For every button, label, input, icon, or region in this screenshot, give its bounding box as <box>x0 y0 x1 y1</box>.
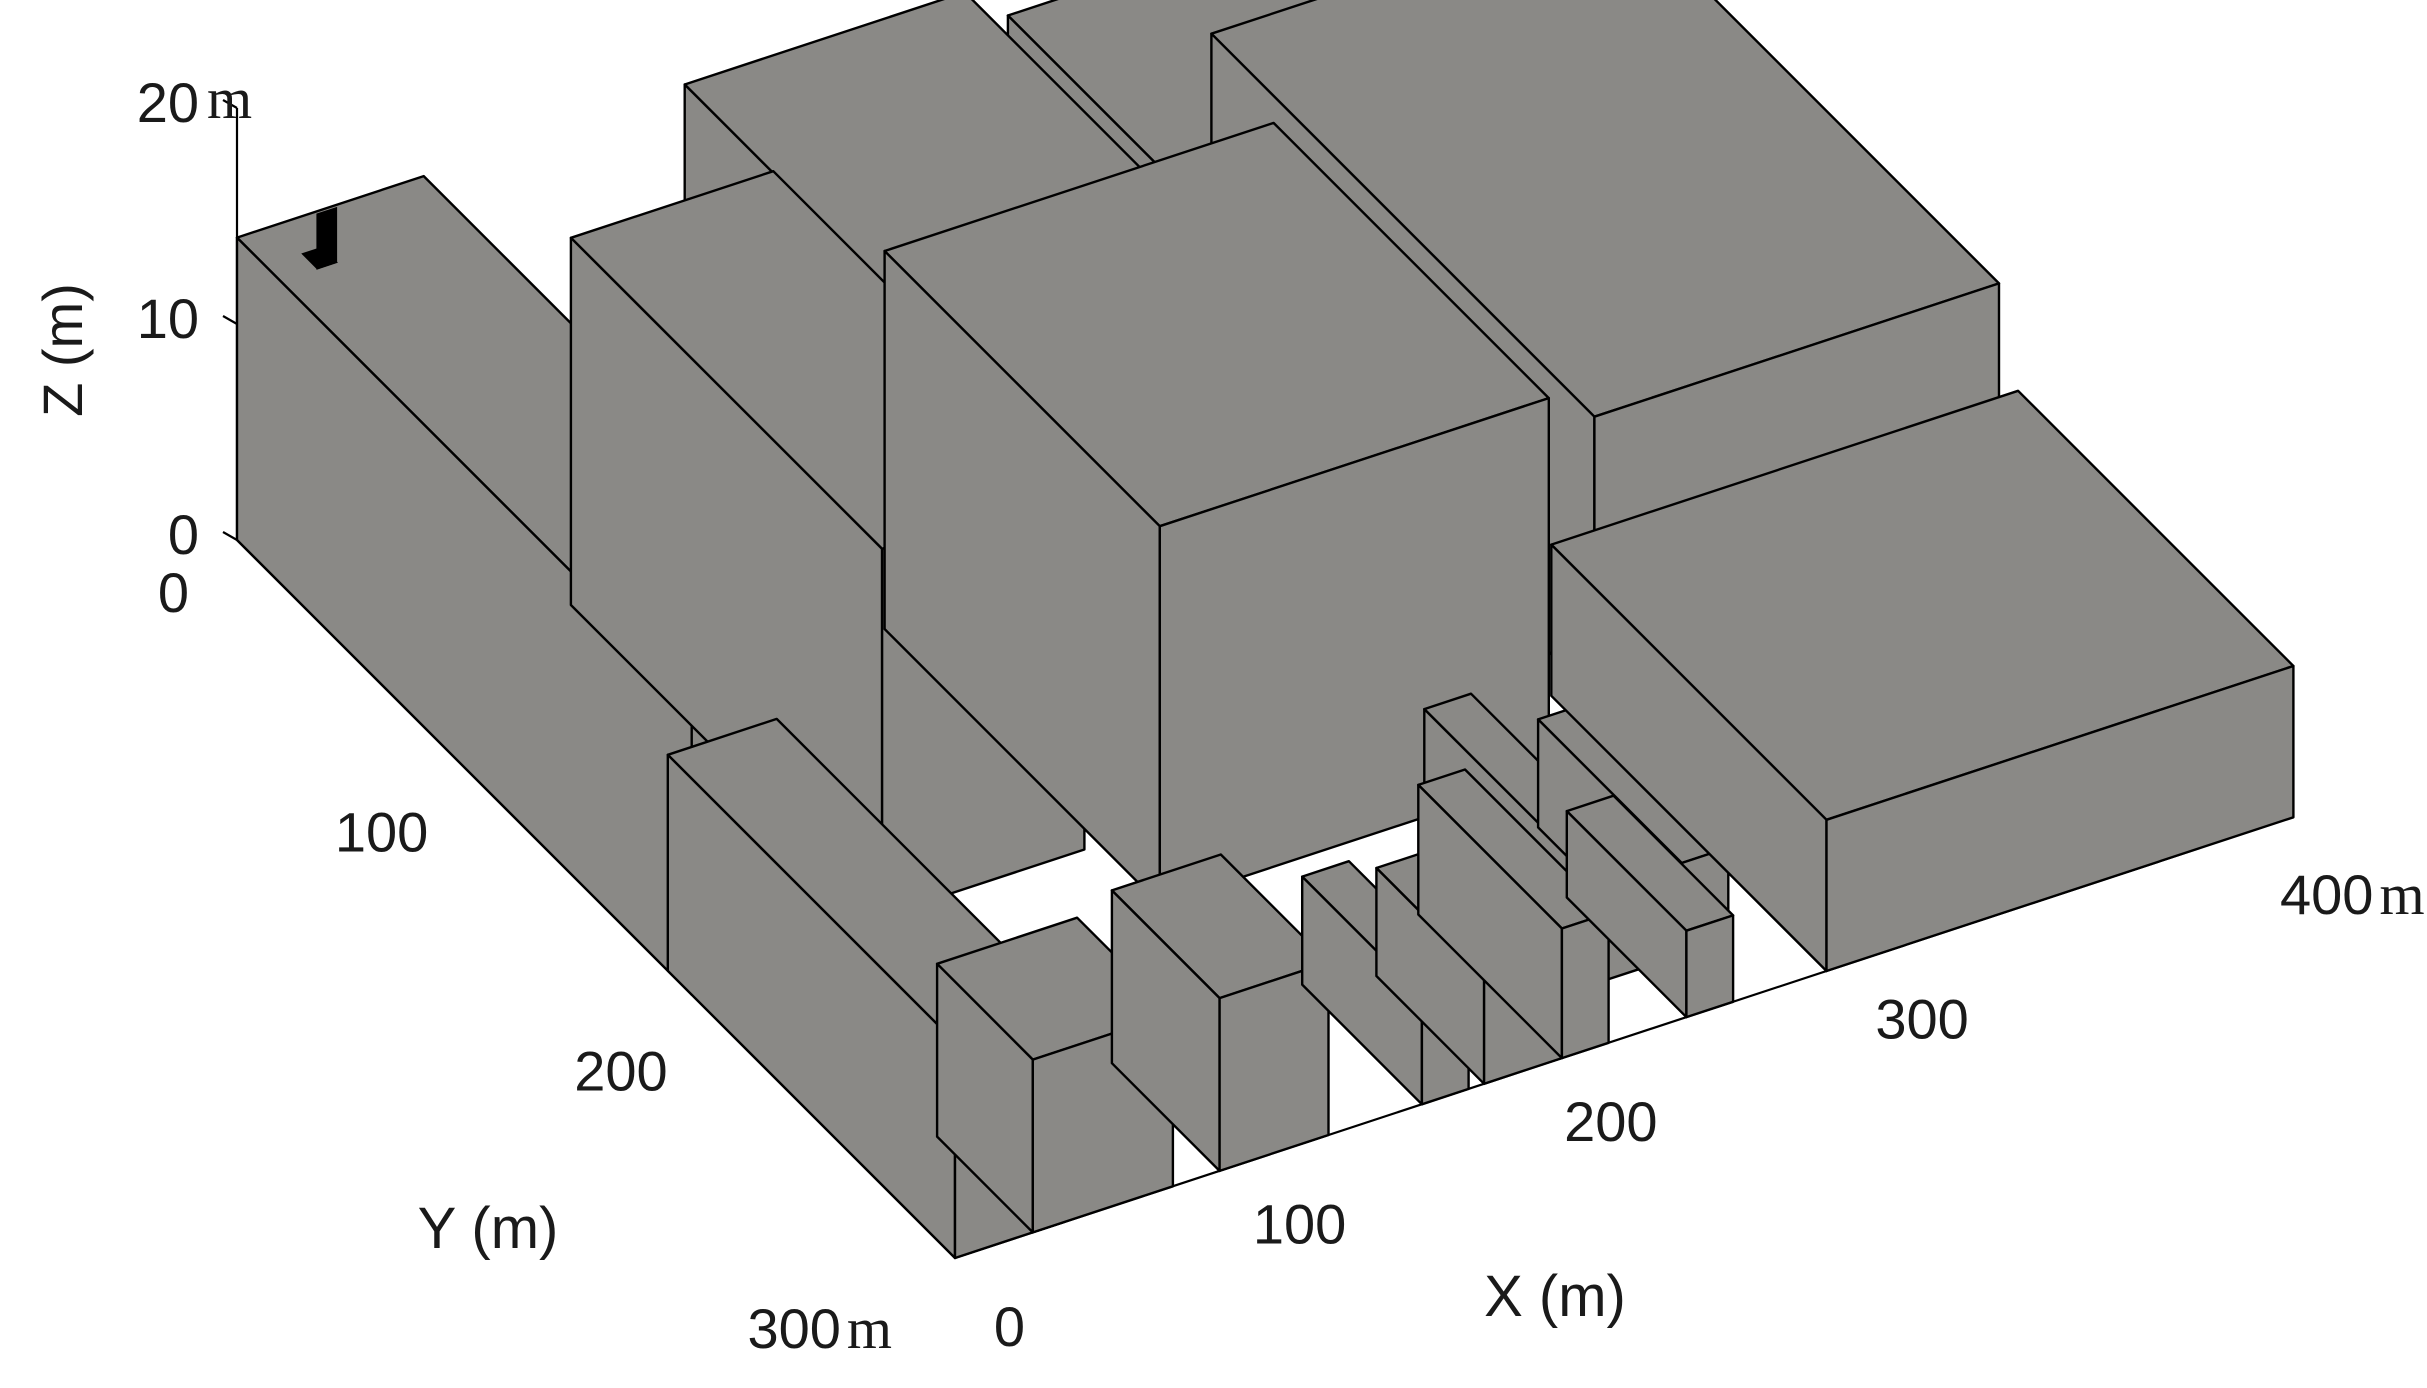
x-tick-label: 200 <box>1564 1090 1657 1153</box>
y-tick-label: 200 <box>574 1040 667 1103</box>
z-tick-label: 10 <box>137 287 199 350</box>
marker-column <box>301 206 338 270</box>
building-front-face <box>1825 664 2295 973</box>
building <box>883 121 1551 906</box>
x-tick-label: 300 <box>1875 988 1968 1051</box>
z-unit-label: m <box>207 66 252 131</box>
z-tick <box>222 531 238 541</box>
x-tick-label: 0 <box>994 1295 1025 1358</box>
z-tick-label: 0 <box>168 503 199 566</box>
z-axis-label: Z (m) <box>31 283 94 417</box>
building <box>1417 768 1610 1060</box>
building <box>1110 853 1330 1173</box>
building-front-face <box>1560 911 1610 1060</box>
building-front-face <box>1685 914 1735 1019</box>
z-tick-label: 20 <box>137 71 199 134</box>
y-axis-label: Y (m) <box>418 1196 559 1261</box>
building <box>1550 389 2295 973</box>
z-tick <box>222 315 238 325</box>
x-tick-label: 100 <box>1253 1193 1346 1256</box>
y-tick-label: 0 <box>158 561 189 624</box>
axis-labels: Z (m) Y (m) X (m) <box>31 283 1626 1329</box>
y-tick-label: 100 <box>335 800 428 863</box>
buildings <box>235 0 2295 1260</box>
building <box>1565 794 1735 1019</box>
z-tick <box>222 99 238 109</box>
x-axis-label: X (m) <box>1484 1264 1626 1329</box>
